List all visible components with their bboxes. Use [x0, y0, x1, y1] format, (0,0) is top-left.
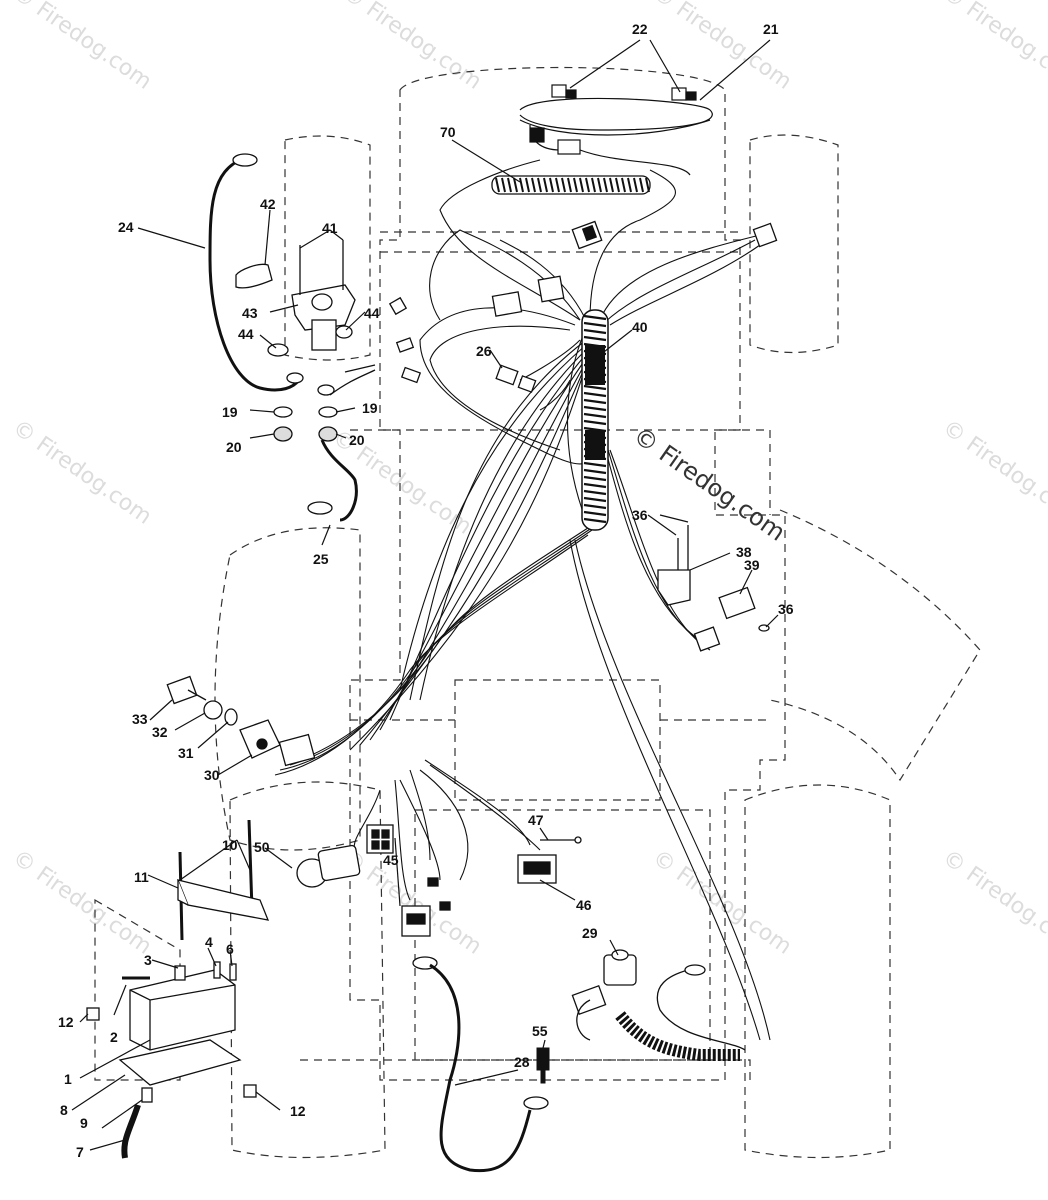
callout-7: 7 — [76, 1144, 84, 1160]
callout-50: 50 — [254, 839, 270, 855]
callout-20-right: 20 — [349, 432, 365, 448]
callout-47: 47 — [528, 812, 544, 828]
callout-12-right: 12 — [290, 1103, 306, 1119]
callout-19-left: 19 — [222, 404, 238, 420]
callout-9: 9 — [80, 1115, 88, 1131]
callout-10: 10 — [222, 837, 238, 853]
conduit-70 — [491, 175, 651, 195]
ignition-switch — [166, 675, 316, 767]
callout-44-left: 44 — [238, 326, 254, 342]
callout-4: 4 — [205, 934, 213, 950]
callout-12-left: 12 — [58, 1014, 74, 1030]
light-and-meters — [296, 836, 582, 937]
callout-24: 24 — [118, 219, 134, 235]
callout-3: 3 — [144, 952, 152, 968]
callout-26: 26 — [476, 343, 492, 359]
callout-36-top: 36 — [632, 507, 648, 523]
callout-33: 33 — [132, 711, 148, 727]
callout-46: 46 — [576, 897, 592, 913]
callout-20-left: 20 — [226, 439, 242, 455]
tractor-outline — [94, 66, 981, 1159]
callout-29: 29 — [582, 925, 598, 941]
conduit-40 — [581, 309, 609, 531]
callout-30: 30 — [204, 767, 220, 783]
callout-42: 42 — [260, 196, 276, 212]
callout-45: 45 — [383, 852, 399, 868]
seat-switch — [657, 525, 770, 632]
callout-55: 55 — [532, 1023, 548, 1039]
callout-25: 25 — [313, 551, 329, 567]
callout-1: 1 — [64, 1071, 72, 1087]
callout-43: 43 — [242, 305, 258, 321]
solenoid-assembly — [208, 153, 376, 522]
battery-group — [86, 819, 270, 1159]
cable-28 — [412, 956, 550, 1173]
callout-11: 11 — [134, 869, 149, 885]
callout-28: 28 — [514, 1054, 530, 1070]
headlight-harness — [519, 84, 713, 176]
callout-41: 41 — [322, 220, 338, 236]
callout-70: 70 — [440, 124, 456, 140]
callout-8: 8 — [60, 1102, 68, 1118]
callout-21: 21 — [763, 21, 779, 37]
callout-6: 6 — [226, 941, 234, 957]
callout-22: 22 — [632, 21, 648, 37]
leader-lines — [71, 39, 779, 1151]
callout-44-right: 44 — [364, 305, 380, 321]
callout-38: 38 — [736, 544, 752, 560]
callout-40: 40 — [632, 319, 648, 335]
callout-19-right: 19 — [362, 400, 378, 416]
pto-solenoid — [571, 949, 746, 1061]
callout-31: 31 — [178, 745, 194, 761]
callout-36-right: 36 — [778, 601, 794, 617]
callout-2: 2 — [110, 1029, 118, 1045]
main-harness — [274, 159, 771, 1041]
connectors — [366, 220, 778, 911]
callout-32: 32 — [152, 724, 168, 740]
callout-39: 39 — [744, 557, 760, 573]
